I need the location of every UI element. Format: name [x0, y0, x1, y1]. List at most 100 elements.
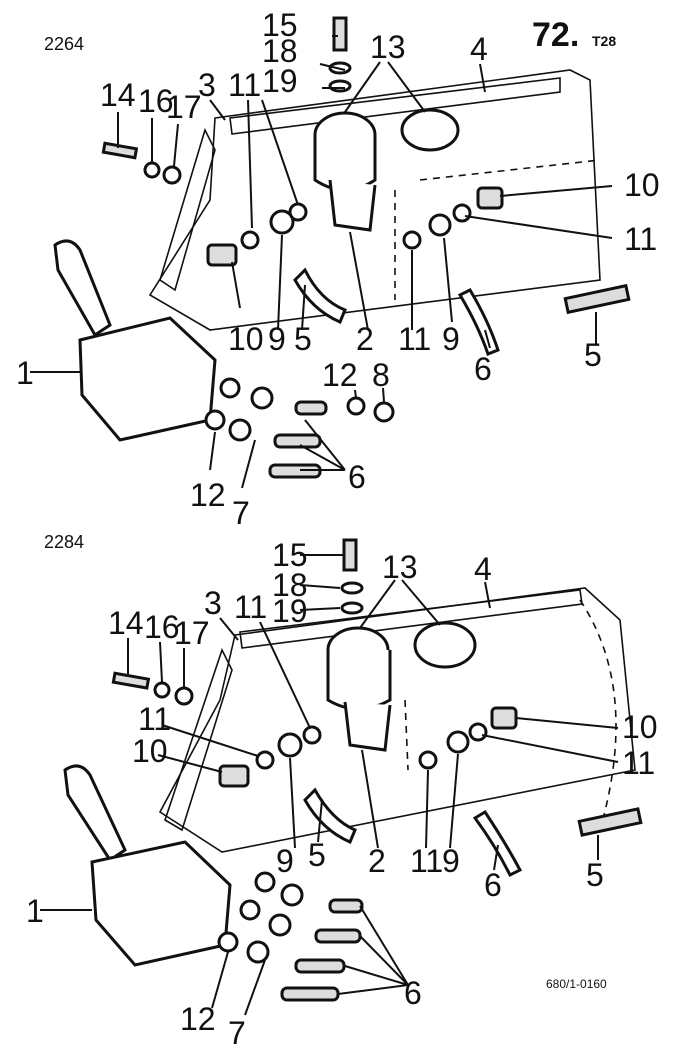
housing-hidden-edge — [404, 599, 617, 831]
banjo-9 — [277, 732, 303, 758]
callout-6: 6 — [404, 975, 422, 1011]
callout-11-right: 11 — [622, 745, 655, 781]
callout-19: 19 — [262, 63, 298, 99]
bolt-15 — [332, 16, 348, 52]
hose-6 — [472, 809, 523, 878]
callout-7: 7 — [232, 495, 250, 531]
bolt-5 — [563, 283, 631, 315]
callout-17: 17 — [166, 89, 202, 125]
diagram-2284: 2284 — [26, 532, 658, 1050]
nut-17 — [174, 686, 194, 706]
bracket-3 — [159, 127, 216, 292]
callout-5: 5 — [308, 837, 326, 873]
callout-10-left: 10 — [228, 321, 264, 357]
drawing-reference: 680/1-0160 — [546, 977, 607, 991]
callout-4: 4 — [470, 31, 488, 67]
callout-15: 15 — [262, 7, 298, 43]
callout-2: 2 — [368, 843, 386, 879]
callout-5-right: 5 — [584, 337, 602, 373]
callout-1: 1 — [16, 355, 34, 391]
page-suffix: T28 — [592, 33, 616, 49]
valve-housing-1 — [90, 840, 232, 967]
housing-plate — [148, 69, 601, 331]
nut-8 — [373, 401, 395, 423]
callout-11-left: 11 — [138, 701, 171, 737]
banjo-9b — [446, 730, 470, 754]
leader-lines — [30, 35, 613, 489]
callout-6-right: 6 — [474, 351, 492, 387]
seal-ring-11b — [302, 725, 322, 745]
callout-11-top: 11 — [234, 589, 267, 625]
cover-13 — [400, 108, 460, 152]
callout-10: 10 — [624, 167, 660, 203]
bolt-5 — [577, 807, 643, 837]
callout-9-right: 9 — [442, 843, 460, 879]
bracket-3 — [164, 647, 233, 832]
callout-2: 2 — [356, 321, 374, 357]
callout-15: 15 — [272, 537, 308, 573]
washer-16 — [153, 681, 171, 699]
callout-14: 14 — [100, 77, 136, 113]
washer-12a — [254, 871, 276, 893]
callout-16: 16 — [144, 609, 180, 645]
housing-hidden-edge — [394, 159, 601, 300]
pipe-6b — [314, 928, 362, 944]
callout-3: 3 — [204, 585, 222, 621]
callout-9-right: 9 — [442, 321, 460, 357]
callout-13: 13 — [370, 29, 406, 65]
callout-3: 3 — [198, 67, 216, 103]
washer-12b — [239, 899, 261, 921]
banjo-9b — [428, 213, 452, 237]
valve-body-2 — [326, 650, 392, 711]
pipe-6a — [294, 400, 328, 416]
callout-17: 17 — [174, 615, 210, 651]
connector-7a — [250, 386, 274, 410]
valve-housing-1 — [78, 316, 217, 442]
callout-18: 18 — [262, 33, 298, 69]
pipe-6d — [280, 986, 340, 1002]
housing-plate — [158, 587, 636, 853]
callout-11-right: 11 — [624, 221, 657, 257]
callout-7: 7 — [228, 1015, 246, 1050]
hose-5 — [293, 267, 347, 324]
washer-12a — [219, 377, 241, 399]
callout-12: 12 — [180, 1001, 216, 1037]
page-number: 72. — [532, 16, 579, 54]
callout-18: 18 — [272, 567, 308, 603]
connector-7b — [268, 913, 292, 937]
pipe-6b — [273, 433, 322, 449]
pipe-6a — [328, 898, 364, 914]
callout-6: 6 — [348, 459, 366, 495]
diagram-2264: 2264 — [16, 7, 660, 531]
washer-12c — [346, 396, 366, 416]
callout-10: 10 — [622, 709, 658, 745]
nut-17 — [162, 165, 182, 185]
callout-5-right: 5 — [586, 857, 604, 893]
washer-18 — [340, 581, 364, 595]
callout-11-mid: 11 — [410, 843, 443, 879]
bolt-15 — [342, 538, 358, 572]
connector-7a — [280, 883, 304, 907]
callout-11: 11 — [228, 67, 261, 103]
washer-16 — [143, 161, 161, 179]
callout-4: 4 — [474, 551, 492, 587]
seal-ring-11b — [288, 202, 308, 222]
washer-12b — [204, 409, 226, 431]
handle-1 — [53, 239, 112, 338]
valve-port — [343, 701, 392, 752]
callout-9: 9 — [268, 321, 286, 357]
connector-7c — [246, 940, 270, 964]
callout-8: 8 — [372, 357, 390, 393]
callout-12: 12 — [322, 357, 358, 393]
callout-10-left: 10 — [132, 733, 168, 769]
fitting-10 — [206, 243, 238, 267]
callout-14: 14 — [108, 605, 144, 641]
model-label: 2284 — [44, 532, 84, 552]
seal-ring-11d — [452, 203, 472, 223]
rail-4 — [229, 77, 561, 135]
callout-6-right: 6 — [484, 867, 502, 903]
banjo-9 — [269, 209, 295, 235]
fitting-10 — [218, 764, 250, 788]
seal-ring-11 — [240, 230, 260, 250]
leader-lines — [40, 554, 619, 1016]
